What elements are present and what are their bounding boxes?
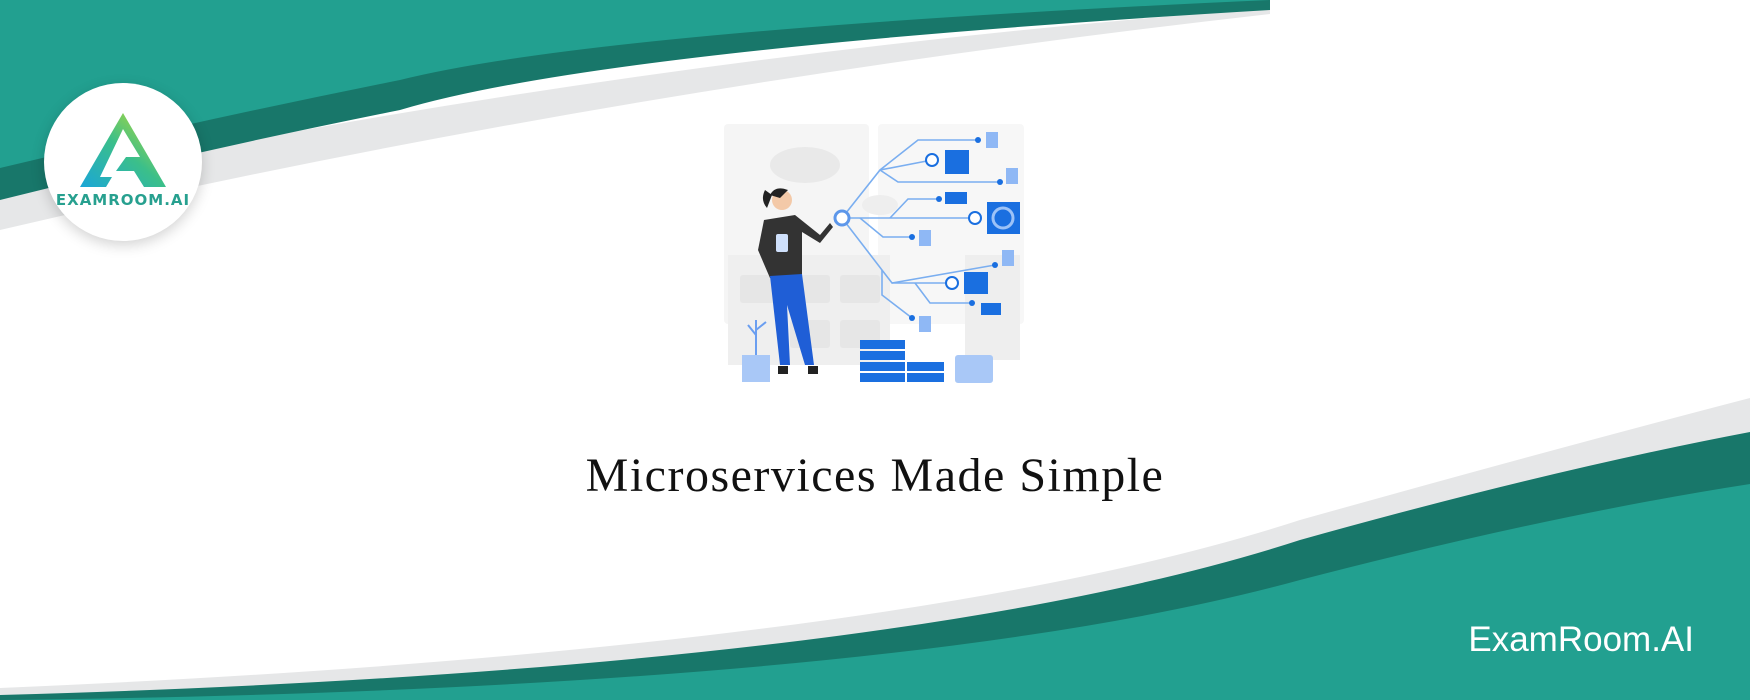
logo-text: EXAMROOM.AI — [55, 191, 191, 209]
plant-pot — [742, 355, 770, 382]
folder — [955, 355, 993, 383]
microservices-illustration — [724, 124, 1024, 383]
woman-figure — [758, 188, 833, 374]
banner-title: Microservices Made Simple — [585, 449, 1165, 502]
top-teal-band — [0, 0, 1270, 168]
examroom-logo[interactable]: EXAMROOM.AI — [44, 83, 202, 241]
server-stack — [860, 340, 944, 382]
logo-triangle-icon — [80, 113, 166, 187]
bottom-teal-band — [0, 484, 1750, 700]
service-nodes — [833, 132, 1020, 332]
footer-brand-text: ExamRoom.AI — [1468, 620, 1694, 659]
network-lines — [841, 139, 1000, 319]
